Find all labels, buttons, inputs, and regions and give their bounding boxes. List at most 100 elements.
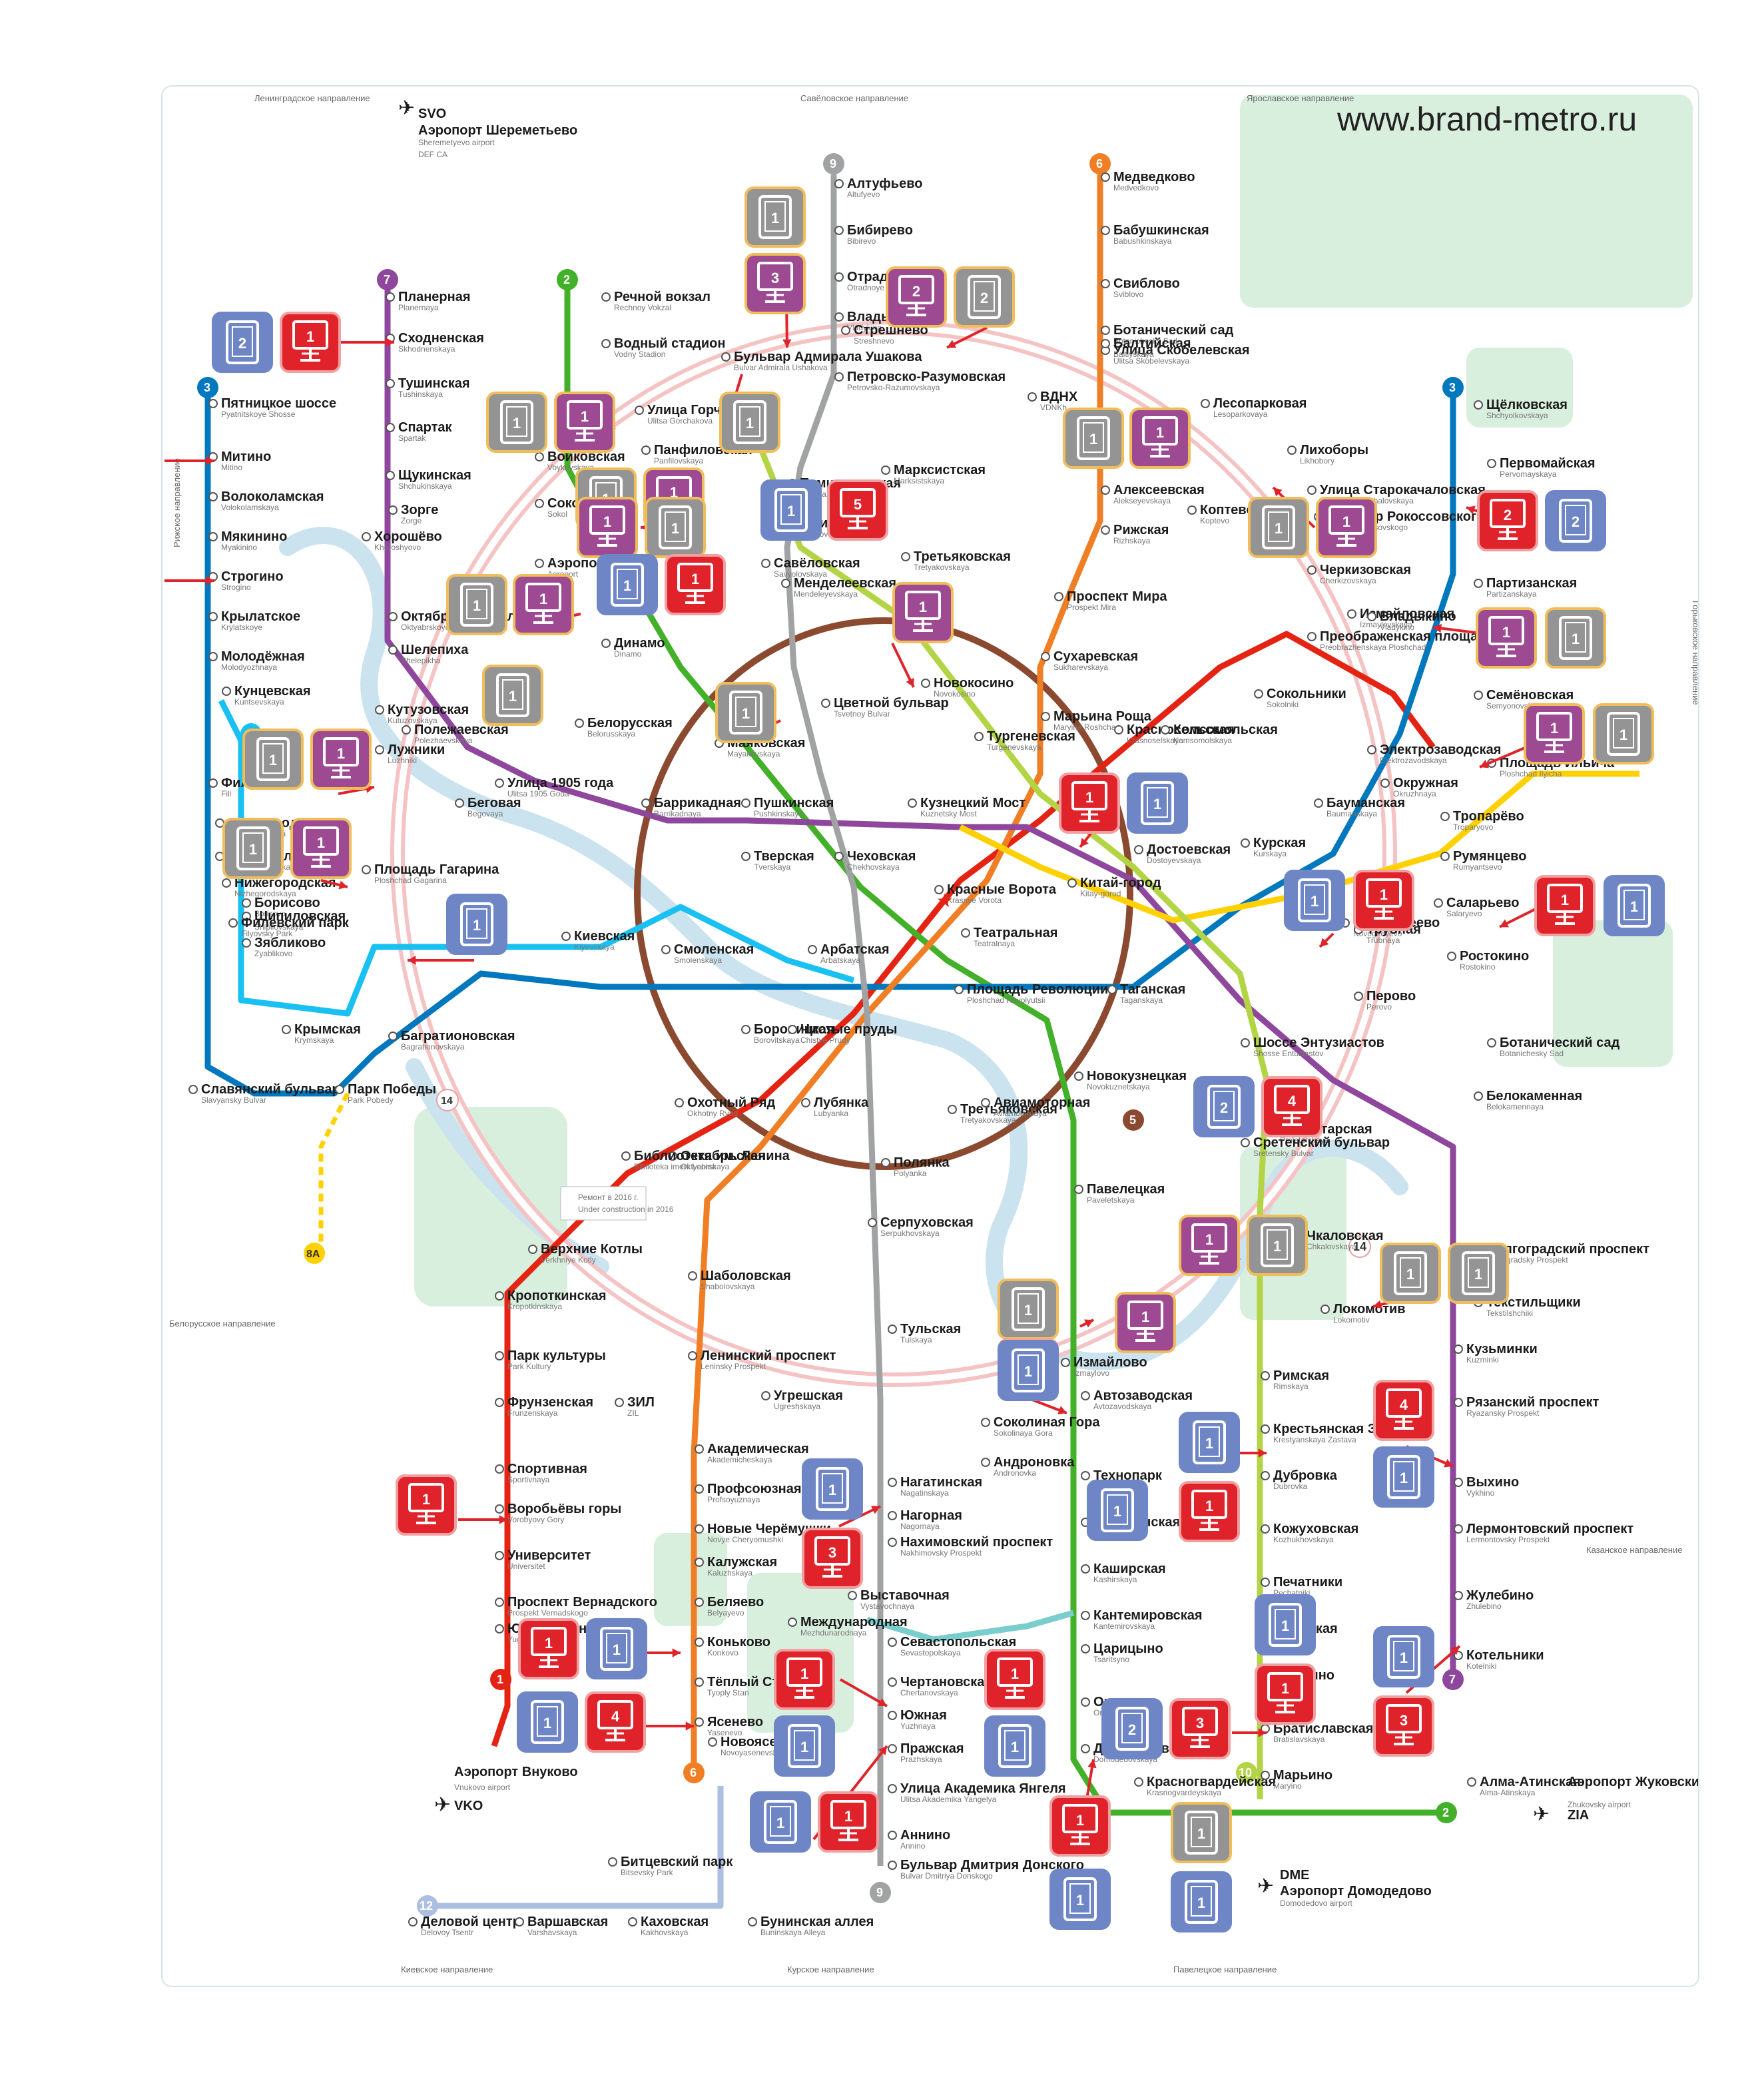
station-label[interactable]: Чистые пруды [800,1022,897,1037]
station-dot[interactable] [242,898,251,908]
station-label[interactable]: Пражская [900,1741,964,1756]
station-label[interactable]: Тургеневская [987,729,1075,744]
station-label[interactable]: Кожуховская [1273,1522,1358,1536]
station-dot[interactable] [386,423,395,432]
station-dot[interactable] [1474,400,1483,410]
station-dot[interactable] [661,945,671,954]
station-dot[interactable] [575,719,584,728]
station-dot[interactable] [1447,952,1456,961]
station-dot[interactable] [1101,485,1110,495]
station-label[interactable]: Угрешская [774,1388,843,1403]
station-dot[interactable] [1261,1524,1270,1534]
poster-sign[interactable]: 1 [280,312,341,373]
station-label[interactable]: Петровско-Разумовская [847,370,1006,384]
station-label[interactable]: Бульвар Дмитрия Донского [900,1858,1084,1873]
station-label[interactable]: Ботанический сад [1113,323,1234,338]
station-label[interactable]: Печатники [1273,1575,1342,1590]
station-dot[interactable] [688,1351,697,1360]
station-dot[interactable] [1101,279,1110,288]
station-dot[interactable] [888,1511,897,1520]
station-label[interactable]: Бауманская [1326,796,1405,810]
station-dot[interactable] [388,612,398,621]
station-dot[interactable] [1101,339,1110,348]
station-dot[interactable] [1487,459,1496,468]
station-dot[interactable] [888,1677,897,1687]
station-label[interactable]: Ростокино [1460,949,1529,964]
station-dot[interactable] [188,1085,198,1094]
station-dot[interactable] [888,1711,897,1720]
station-dot[interactable] [1307,565,1317,575]
station-label[interactable]: Рязанский проспект [1466,1395,1599,1410]
station-label[interactable]: Кузьминки [1466,1342,1538,1356]
station-dot[interactable] [1434,898,1443,908]
station-dot[interactable] [495,1624,504,1634]
station-label[interactable]: Аннино [900,1828,950,1843]
station-dot[interactable] [848,1591,857,1600]
station-dot[interactable] [621,1151,631,1161]
station-dot[interactable] [695,1558,704,1567]
poster-sign[interactable]: 3 [161,549,162,610]
station-label[interactable]: Хорошёво [374,529,442,544]
station-dot[interactable] [1074,1185,1083,1194]
tablet-sign[interactable]: 1 [1255,1594,1316,1655]
station-label[interactable]: Серпуховская [880,1215,974,1230]
station-label[interactable]: Мякинино [221,529,287,544]
station-dot[interactable] [1261,1578,1270,1587]
station-dot[interactable] [1081,1471,1090,1480]
station-label[interactable]: Профсоюзная [707,1482,802,1496]
tablet-sign[interactable]: 1 [1247,1215,1308,1276]
station-label[interactable]: Саларьево [1446,896,1520,910]
station-dot[interactable] [1287,446,1297,455]
station-label[interactable]: Севастопольская [900,1635,1016,1649]
poster-sign[interactable]: 1 [1316,497,1377,558]
poster-sign[interactable]: 2 [886,266,947,328]
station-label[interactable]: Планерная [398,290,471,304]
station-dot[interactable] [888,1784,897,1793]
station-dot[interactable] [1367,745,1376,754]
station-dot[interactable] [761,559,770,568]
station-dot[interactable] [208,399,218,408]
poster-sign[interactable]: 3 [1373,1695,1434,1757]
station-label[interactable]: Римская [1273,1368,1329,1383]
station-dot[interactable] [788,1025,797,1034]
station-label[interactable]: Молодёжная [221,649,305,664]
station-label[interactable]: Царицыно [1093,1641,1163,1656]
station-dot[interactable] [675,1098,684,1107]
station-label[interactable]: Медведково [1113,170,1195,184]
station-label[interactable]: Каширская [1093,1562,1166,1576]
station-dot[interactable] [934,885,944,894]
station-label[interactable]: Измайлово [1073,1355,1147,1370]
station-dot[interactable] [1440,852,1450,861]
station-dot[interactable] [981,1098,990,1107]
station-label[interactable]: Новокосино [934,676,1014,691]
station-label[interactable]: ВДНХ [1040,390,1078,404]
station-dot[interactable] [228,918,238,928]
station-dot[interactable] [888,1831,897,1840]
station-label[interactable]: Автозаводская [1093,1388,1193,1403]
station-dot[interactable] [1134,1777,1143,1787]
station-label[interactable]: Нагатинская [900,1475,982,1490]
station-label[interactable]: Первомайская [1500,456,1596,471]
station-label[interactable]: Арбатская [820,942,890,957]
station-label[interactable]: Шипиловская [254,909,346,924]
poster-sign[interactable]: 1 [518,1618,579,1679]
station-dot[interactable] [695,1444,704,1454]
station-label[interactable]: Бабушкинская [1113,223,1209,238]
station-label[interactable]: Окружная [1393,776,1458,790]
station-label[interactable]: Пятницкое шоссе [221,396,336,411]
station-label[interactable]: Беговая [467,796,521,810]
station-label[interactable]: Лужники [388,743,445,757]
tablet-sign[interactable]: 1 [597,554,658,615]
station-label[interactable]: Лубянка [814,1095,869,1110]
station-label[interactable]: Бунинская аллея [760,1915,874,1929]
station-dot[interactable] [1101,326,1110,335]
station-label[interactable]: Менделеевская [794,576,896,591]
station-dot[interactable] [495,1291,504,1301]
station-label[interactable]: Котельники [1466,1648,1544,1663]
station-dot[interactable] [1454,1344,1463,1354]
station-label[interactable]: Театральная [974,926,1057,940]
station-label[interactable]: Тверская [754,849,814,864]
station-label[interactable]: Лермонтовский проспект [1466,1522,1633,1536]
station-label[interactable]: Технопарк [1093,1468,1163,1483]
station-label[interactable]: Белорусская [587,716,673,731]
